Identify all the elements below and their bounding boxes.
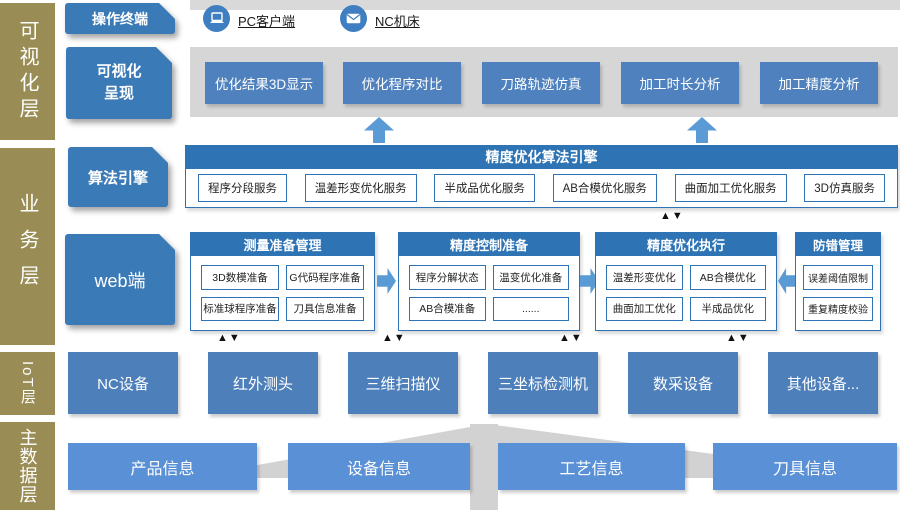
visualization-tag: 可视化呈现 xyxy=(66,47,172,119)
up-arrow-icon xyxy=(364,117,394,143)
envelope-glyph xyxy=(346,13,361,24)
pc-client-icon xyxy=(203,5,230,32)
masterdata-box-equipment: 设备信息 xyxy=(288,443,470,490)
web-panel-measure-prep: 测量准备管理 3D数模准备 G代码程序准备 标准球程序准备 刀具信息准备 xyxy=(190,232,375,331)
masterdata-box-tool: 刀具信息 xyxy=(713,443,897,490)
engine-services: 程序分段服务 温差形变优化服务 半成品优化服务 AB合模优化服务 曲面加工优化服… xyxy=(185,168,898,208)
updown-arrows-icon: ▲▼ xyxy=(726,332,750,344)
updown-arrows-icon: ▲▼ xyxy=(217,332,241,344)
service-box: 曲面加工优化服务 xyxy=(674,174,787,202)
updown-arrows-icon: ▲▼ xyxy=(660,210,684,222)
laptop-glyph xyxy=(209,11,224,23)
panel-body: 程序分解状态 温变优化准备 AB合模准备 ...... xyxy=(398,256,580,331)
panel-item: ...... xyxy=(492,296,569,321)
layer-label-iot: IoT层 xyxy=(19,361,36,406)
layer-label-masterdata: 主数据层 xyxy=(17,428,38,504)
iot-device-infrared-probe: 红外测头 xyxy=(208,352,318,414)
panel-body: 误差阈值限制 重复精度校验 xyxy=(795,256,881,331)
panel-item: G代码程序准备 xyxy=(286,265,364,290)
panel-item: 温差形变优化 xyxy=(606,265,683,290)
layer-bar-visualization: 可视化层 xyxy=(0,3,55,140)
panel-title: 精度控制准备 xyxy=(398,232,580,256)
masterdata-box-process: 工艺信息 xyxy=(498,443,685,490)
flow-arrow-right-icon xyxy=(377,268,396,294)
panel-item: 刀具信息准备 xyxy=(286,296,364,321)
service-box: 半成品优化服务 xyxy=(434,174,535,202)
panel-item: 曲面加工优化 xyxy=(606,296,683,321)
panel-title: 测量准备管理 xyxy=(190,232,375,256)
iot-device-nc: NC设备 xyxy=(68,352,178,414)
panel-title: 防错管理 xyxy=(795,232,881,256)
masterdata-box-product: 产品信息 xyxy=(68,443,257,490)
viz-box-program-compare: 优化程序对比 xyxy=(343,62,461,104)
iot-device-daq: 数采设备 xyxy=(628,352,738,414)
layer-bar-business: 业务层 xyxy=(0,148,55,345)
panel-item: 标准球程序准备 xyxy=(201,296,279,321)
web-panel-precision-optimize-exec: 精度优化执行 温差形变优化 AB合模优化 曲面加工优化 半成品优化 xyxy=(595,232,777,331)
service-box: 温差形变优化服务 xyxy=(304,174,417,202)
iot-device-3d-scanner: 三维扫描仪 xyxy=(348,352,458,414)
flow-arrow-left-icon xyxy=(778,268,796,294)
iot-device-cmm: 三坐标检测机 xyxy=(488,352,598,414)
nc-machine-label: NC机床 xyxy=(375,14,420,29)
service-box: 程序分段服务 xyxy=(198,174,287,202)
up-arrow-icon xyxy=(687,117,717,143)
operation-terminal-tag: 操作终端 xyxy=(65,3,175,34)
service-box: AB合模优化服务 xyxy=(552,174,657,202)
engine-tag: 算法引擎 xyxy=(68,147,168,207)
web-panel-precision-control-prep: 精度控制准备 程序分解状态 温变优化准备 AB合模准备 ...... xyxy=(398,232,580,331)
nc-machine-icon xyxy=(340,5,367,32)
engine-title: 精度优化算法引擎 xyxy=(185,145,898,168)
panel-item: AB合模准备 xyxy=(409,296,486,321)
panel-item: 误差阈值限制 xyxy=(803,265,873,290)
updown-arrows-icon: ▲▼ xyxy=(382,332,406,344)
panel-item: 重复精度校验 xyxy=(803,296,873,321)
panel-item: 程序分解状态 xyxy=(409,265,486,290)
engine-panel: 精度优化算法引擎 程序分段服务 温差形变优化服务 半成品优化服务 AB合模优化服… xyxy=(185,145,898,208)
layer-label-business: 业务层 xyxy=(16,192,38,301)
panel-item: 温变优化准备 xyxy=(492,265,569,290)
layer-bar-iot: IoT层 xyxy=(0,352,55,415)
service-box: 3D仿真服务 xyxy=(804,174,885,202)
panel-item: 3D数模准备 xyxy=(201,265,279,290)
panel-title: 精度优化执行 xyxy=(595,232,777,256)
viz-box-toolpath-sim: 刀路轨迹仿真 xyxy=(482,62,600,104)
layer-bar-masterdata: 主数据层 xyxy=(0,422,55,510)
viz-box-3d-result: 优化结果3D显示 xyxy=(205,62,323,104)
web-panel-error-proofing: 防错管理 误差阈值限制 重复精度校验 xyxy=(795,232,881,331)
web-tag: web端 xyxy=(65,234,175,325)
iot-device-other: 其他设备... xyxy=(768,352,878,414)
updown-arrows-icon: ▲▼ xyxy=(559,332,583,344)
panel-body: 温差形变优化 AB合模优化 曲面加工优化 半成品优化 xyxy=(595,256,777,331)
engine-tag-label: 算法引擎 xyxy=(68,147,168,207)
panel-item: AB合模优化 xyxy=(689,265,766,290)
viz-box-time-analysis: 加工时长分析 xyxy=(621,62,739,104)
panel-item: 半成品优化 xyxy=(689,296,766,321)
visualization-tag-label: 可视化呈现 xyxy=(66,47,172,119)
web-tag-label: web端 xyxy=(65,234,175,325)
top-gray-strip xyxy=(190,0,900,10)
layer-label-visualization: 可视化层 xyxy=(16,19,38,124)
viz-box-precision-analysis: 加工精度分析 xyxy=(760,62,878,104)
pc-client-label: PC客户端 xyxy=(238,14,296,29)
panel-body: 3D数模准备 G代码程序准备 标准球程序准备 刀具信息准备 xyxy=(190,256,375,331)
operation-terminal-label: 操作终端 xyxy=(65,3,175,34)
